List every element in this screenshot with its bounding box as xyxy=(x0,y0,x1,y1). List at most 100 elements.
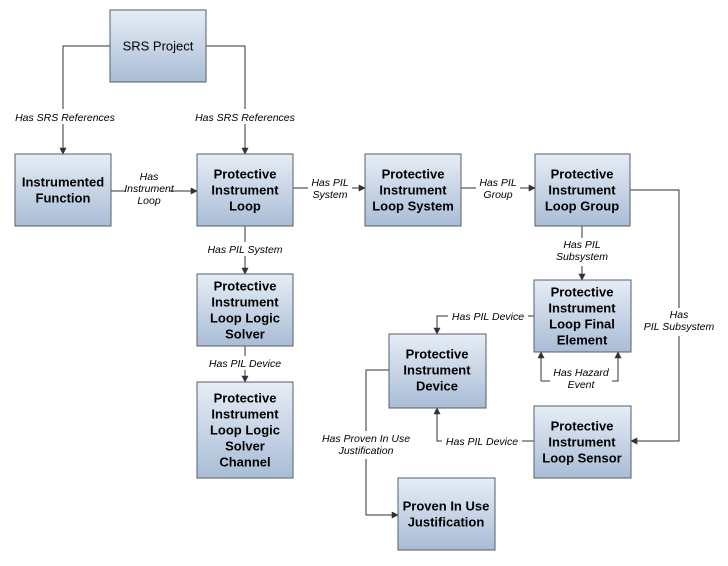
text-line: Has PIL System xyxy=(207,244,282,256)
text-line: Has SRS References xyxy=(195,112,296,124)
text-line: Instrument xyxy=(124,183,175,195)
text-line: Has SRS References xyxy=(15,112,116,124)
text-line: Has xyxy=(140,171,159,183)
text-line: Instrument xyxy=(548,183,616,198)
text-line: Has PIL Device xyxy=(452,311,524,323)
text-line: Loop Final xyxy=(549,317,615,332)
edge-label-pil-to-logic: Has PIL System xyxy=(207,244,282,256)
text-line: Event xyxy=(568,379,596,391)
text-line: Instrument xyxy=(403,363,471,378)
text-line: Justification xyxy=(338,445,394,457)
text-line: Instrumented xyxy=(22,175,104,190)
text-line: Protective xyxy=(382,167,445,182)
text-line: Has Hazard xyxy=(553,367,610,379)
edges: Has SRS References Has SRS References Ha… xyxy=(12,45,718,519)
text-line: Solver xyxy=(225,327,265,342)
text-line: Protective xyxy=(214,391,277,406)
text-line: Justification xyxy=(408,515,485,530)
text-line: Channel xyxy=(219,455,270,470)
text-line: Device xyxy=(416,379,458,394)
text-line: Has PIL xyxy=(479,177,517,189)
text-line: Protective xyxy=(406,347,469,362)
edge-sensor-to-device: Has PIL Device xyxy=(433,407,534,448)
edge-label-srs-to-pil: Has SRS References xyxy=(195,112,296,124)
edge-logic-to-channel: Has PIL Device xyxy=(205,346,285,383)
text-line: Loop Group xyxy=(545,199,619,214)
node-srs-project[interactable]: SRS Project xyxy=(109,9,207,83)
text-line: Has Proven In Use xyxy=(322,433,410,445)
text-line: Loop Sensor xyxy=(542,451,621,466)
text-line: Protective xyxy=(551,285,614,300)
edge-srs-to-protective-instrument-loop: Has SRS References xyxy=(193,45,299,155)
node-label-srs-project: SRS Project xyxy=(123,39,194,54)
text-line: Proven In Use xyxy=(403,499,490,514)
text-line: Protective xyxy=(551,419,614,434)
text-line: Loop xyxy=(229,199,261,214)
text-line: Has PIL xyxy=(563,239,601,251)
text-line: Loop xyxy=(137,195,161,207)
text-line: System xyxy=(312,189,347,201)
text-line: Protective xyxy=(214,279,277,294)
edge-pil-to-logic-solver: Has PIL System xyxy=(203,226,287,275)
text-line: Protective xyxy=(214,167,277,182)
edge-srs-to-instrumented-function: Has SRS References xyxy=(12,45,118,155)
text-line: Instrument xyxy=(211,295,279,310)
edge-label-srs-to-if: Has SRS References xyxy=(15,112,116,124)
text-line: Loop Logic xyxy=(210,311,280,326)
text-line: Solver xyxy=(225,439,265,454)
text-line: SRS Project xyxy=(123,39,194,54)
edge-label-sensor-to-device: Has PIL Device xyxy=(446,436,518,448)
text-line: PIL Subsystem xyxy=(644,321,715,333)
edge-final-to-device: Has PIL Device xyxy=(433,309,534,335)
text-line: Loop System xyxy=(372,199,454,214)
text-line: Instrument xyxy=(548,301,616,316)
edge-label-final-to-device: Has PIL Device xyxy=(452,311,524,323)
text-line: Instrument xyxy=(548,435,616,450)
text-line: Subsystem xyxy=(556,251,608,263)
edge-label-logic-to-channel: Has PIL Device xyxy=(209,358,281,370)
text-line: Function xyxy=(36,191,91,206)
text-line: Loop Logic xyxy=(210,423,280,438)
text-line: Instrument xyxy=(379,183,447,198)
text-line: Instrument xyxy=(211,407,279,422)
text-line: Protective xyxy=(551,167,614,182)
text-line: Group xyxy=(483,189,512,201)
text-line: Has xyxy=(670,309,689,321)
text-line: Element xyxy=(557,333,608,348)
text-line: Instrument xyxy=(211,183,279,198)
